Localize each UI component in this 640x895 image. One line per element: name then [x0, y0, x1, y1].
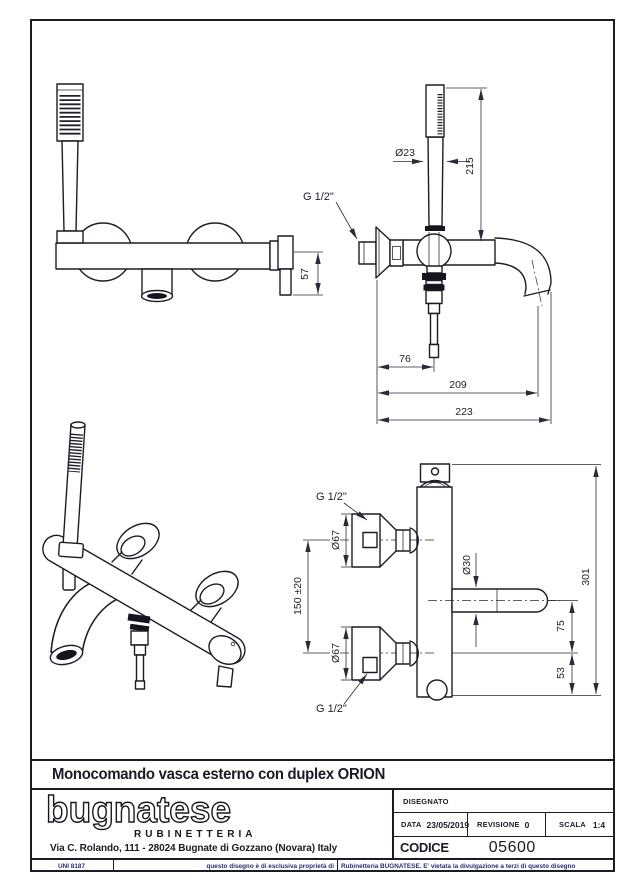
dim-o67-top: Ø67 — [330, 530, 342, 550]
dim-223: 223 — [455, 406, 473, 418]
row-codice: CODICE 05600 — [394, 837, 615, 859]
technical-drawing-area: 57 — [42, 83, 601, 715]
cell-revisione: REVISIONE 0 — [468, 813, 546, 836]
view-side: G 1/2" Ø23 215 76 209 223 — [303, 84, 552, 424]
dim-o30: Ø30 — [461, 555, 473, 575]
revisione-value: 0 — [524, 819, 530, 830]
cell-scala: SCALA 1:4 — [546, 813, 615, 836]
brand-block: bugnatese RUBINETTERIA Via C. Rolando, 1… — [30, 790, 392, 860]
dim-o67-bottom: Ø67 — [330, 643, 342, 663]
scala-value: 1:4 — [592, 819, 606, 830]
dim-301: 301 — [580, 568, 592, 586]
sheet-frame — [30, 19, 615, 872]
disegnato-label: DISEGNATO — [403, 796, 449, 806]
cell-data: DATA 23/05/2019 — [394, 813, 470, 836]
view-front: Ø30 G 1/2" G 1/2" Ø67 Ø67 150 ±20 301 7 — [292, 463, 601, 715]
revisione-label: REVISIONE — [477, 820, 520, 829]
dim-150: 150 ±20 — [292, 577, 304, 615]
label-g12-top: G 1/2" — [316, 491, 347, 503]
brand-address: Via C. Rolando, 111 - 28024 Bugnate di G… — [50, 843, 338, 854]
row-disegnato: DISEGNATO — [394, 790, 615, 813]
dim-76: 76 — [399, 353, 411, 365]
page-title: Monocomando vasca esterno con duplex ORI… — [52, 765, 386, 783]
dim-215: 215 — [464, 157, 476, 175]
sheet-footer: UNI 8187 questo disegno è di esclusiva p… — [30, 858, 615, 872]
dim-57: 57 — [299, 268, 311, 280]
disclaimer-right: Rubinetteria BUGNATESE. E' vietata la di… — [341, 862, 576, 870]
dim-209: 209 — [449, 379, 467, 391]
view-top: 57 — [55, 83, 323, 303]
brand-logo: bugnatese — [45, 789, 232, 830]
dim-o23: Ø23 — [395, 147, 415, 159]
drawing-title-bar: Monocomando vasca esterno con duplex ORI… — [30, 759, 615, 790]
codice-value: 05600 — [488, 838, 536, 856]
dim-53: 53 — [555, 667, 567, 679]
title-block: bugnatese RUBINETTERIA Via C. Rolando, 1… — [30, 790, 615, 860]
dim-75: 75 — [555, 620, 567, 632]
scala-label: SCALA — [559, 820, 586, 829]
standard-ref: UNI 8187 — [30, 860, 114, 872]
disclaimer-left: questo disegno è di esclusiva proprietà … — [114, 860, 338, 872]
row-data-revisione-scala: DATA 23/05/2019 REVISIONE 0 SCALA 1:4 — [394, 813, 615, 837]
codice-label: CODICE — [400, 840, 449, 856]
data-label: DATA — [401, 820, 422, 829]
data-value: 23/05/2019 — [426, 819, 470, 830]
brand-logo-subtext: RUBINETTERIA — [134, 829, 257, 840]
view-isometric — [42, 421, 246, 690]
label-g12-side: G 1/2" — [303, 191, 334, 203]
info-table: DISEGNATO DATA 23/05/2019 REVISIONE 0 SC… — [392, 790, 615, 860]
label-g12-bottom: G 1/2" — [316, 703, 347, 715]
